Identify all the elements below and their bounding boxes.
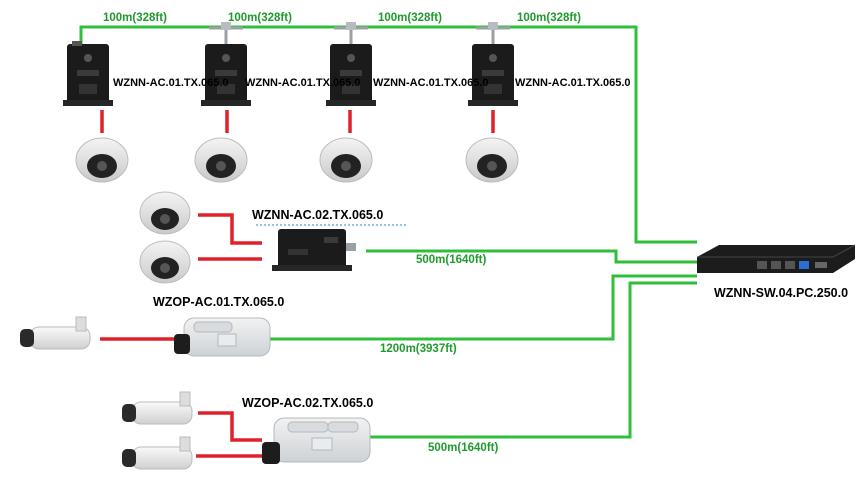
top-unit-2 bbox=[201, 22, 251, 106]
top-unit-1-label: WZNN-AC.01.TX.065.0 bbox=[113, 77, 229, 89]
network-switch bbox=[697, 244, 856, 273]
top-unit-3-label: WZNN-AC.01.TX.065.0 bbox=[373, 77, 489, 89]
fiber-top-bus bbox=[79, 25, 697, 244]
dome-camera-icon bbox=[319, 137, 373, 183]
top-unit-4-label: WZNN-AC.01.TX.065.0 bbox=[515, 77, 631, 89]
distance-label-4: 100m(328ft) bbox=[517, 12, 581, 24]
coax-lines bbox=[100, 110, 495, 458]
coax-mid-cam1 bbox=[198, 213, 262, 245]
fiber-outdoor1-link bbox=[268, 274, 697, 341]
bullet-camera-icon bbox=[20, 316, 91, 350]
top-unit-3 bbox=[326, 22, 376, 106]
outdoor-unit-1-distance: 1200m(3937ft) bbox=[380, 343, 457, 355]
top-unit-1 bbox=[63, 41, 113, 106]
dome-camera-icon bbox=[465, 137, 519, 183]
outdoor-unit-1-label: WZOP-AC.01.TX.065.0 bbox=[153, 295, 284, 309]
outdoor-unit-2-label: WZOP-AC.02.TX.065.0 bbox=[242, 396, 373, 410]
fiber-outdoor2-link bbox=[368, 281, 697, 439]
mid-distance-label: 500m(1640ft) bbox=[416, 254, 486, 266]
dome-camera-icon bbox=[75, 137, 129, 183]
distance-label-1: 100m(328ft) bbox=[103, 12, 167, 24]
outdoor-transmitter-2 bbox=[262, 417, 371, 464]
bullet-camera-icon bbox=[122, 391, 193, 425]
fiber-lines bbox=[79, 25, 697, 439]
top-unit-4 bbox=[468, 22, 518, 106]
outdoor-transmitter-1 bbox=[174, 317, 271, 357]
outdoor-unit-2-distance: 500m(1640ft) bbox=[428, 442, 498, 454]
coax-outdoor2-cam1 bbox=[198, 411, 262, 442]
fiber-mid-link bbox=[366, 249, 697, 264]
bullet-camera-icon bbox=[122, 436, 193, 470]
top-distance-labels: 100m(328ft) 100m(328ft) 100m(328ft) 100m… bbox=[103, 12, 581, 24]
distance-label-2: 100m(328ft) bbox=[228, 12, 292, 24]
dome-camera-icon bbox=[139, 240, 191, 284]
top-unit-2-label: WZNN-AC.01.TX.065.0 bbox=[245, 77, 361, 89]
mid-unit-label: WZNN-AC.02.TX.065.0 bbox=[252, 208, 383, 222]
distance-label-3: 100m(328ft) bbox=[378, 12, 442, 24]
top-unit-labels: WZNN-AC.01.TX.065.0 WZNN-AC.01.TX.065.0 … bbox=[113, 77, 631, 89]
switch-label: WZNN-SW.04.PC.250.0 bbox=[714, 286, 848, 300]
dome-camera-icon bbox=[139, 191, 191, 235]
dome-camera-icon bbox=[194, 137, 248, 183]
mid-transmitter bbox=[272, 229, 356, 271]
